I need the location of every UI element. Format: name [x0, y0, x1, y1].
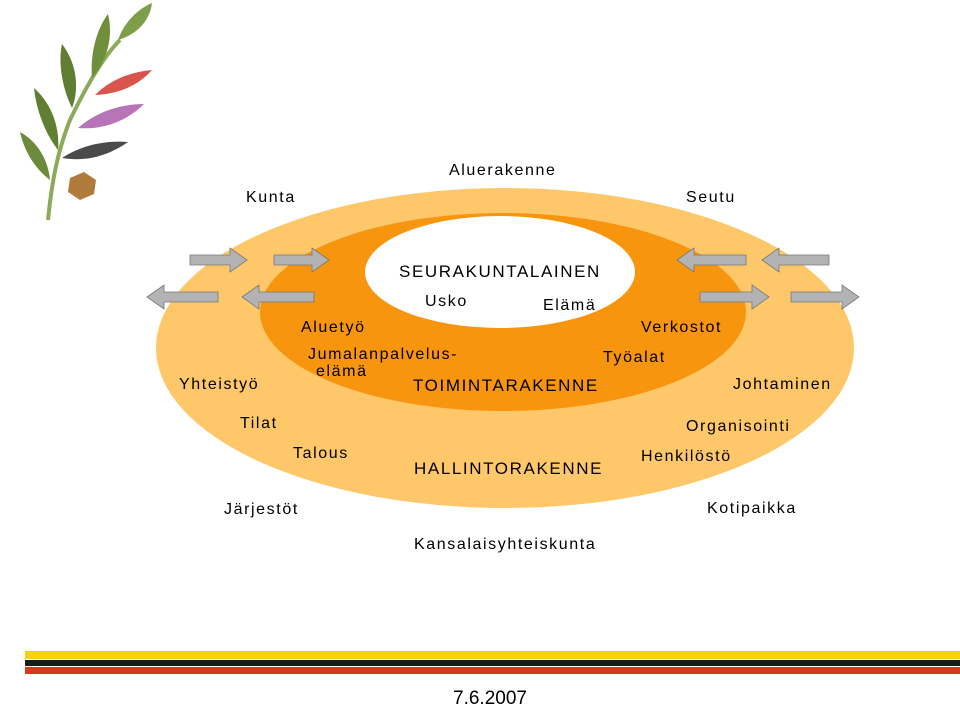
label-tyoalat: Työalat — [603, 349, 666, 366]
label-johtaminen: Johtaminen — [733, 376, 832, 393]
label-tilat: Tilat — [240, 415, 278, 432]
inner-core — [365, 216, 635, 328]
label-henkilosto: Henkilöstö — [641, 448, 732, 465]
label-seurakuntalainen: SEURAKUNTALAINEN — [399, 262, 601, 281]
footer-stripe-yellow — [25, 651, 960, 659]
arrow-right-icon — [790, 284, 860, 310]
label-talous: Talous — [293, 445, 349, 462]
olive-branch-logo — [20, 3, 152, 221]
footer-stripe-black — [25, 660, 960, 666]
label-seutu: Seutu — [686, 189, 736, 206]
label-organisointi: Organisointi — [686, 418, 791, 435]
footer-stripe-red — [25, 667, 960, 674]
arrow-right-icon — [273, 247, 330, 273]
arrow-left-icon — [761, 247, 830, 273]
arrow-left-icon — [676, 247, 747, 273]
label-usko: Usko — [425, 293, 468, 310]
arrow-right-icon — [189, 247, 248, 273]
label-hallintorakenne: HALLINTORAKENNE — [414, 459, 604, 478]
label-elama: Elämä — [543, 297, 597, 314]
label-jarjestot: Järjestöt — [224, 501, 299, 518]
label-kotipaikka: Kotipaikka — [707, 500, 797, 517]
label-jumalanpalvelus-line1: Jumalanpalvelus- — [308, 346, 459, 363]
label-kunta: Kunta — [246, 189, 296, 206]
label-kansalaisyhteiskunta: Kansalaisyhteiskunta — [414, 536, 597, 553]
arrow-right-icon — [699, 284, 770, 310]
label-toimintarakenne: TOIMINTARAKENNE — [413, 376, 599, 395]
arrow-left-icon — [241, 284, 315, 310]
arrow-left-icon — [146, 284, 219, 310]
label-verkostot: Verkostot — [641, 319, 723, 336]
label-jumalanpalvelus-line2: elämä — [316, 363, 368, 380]
footer-date: 7.6.2007 — [453, 688, 527, 709]
label-aluerakenne: Aluerakenne — [449, 162, 557, 179]
label-yhteistyo: Yhteistyö — [179, 376, 260, 393]
label-aluetyo: Aluetyö — [301, 319, 366, 336]
